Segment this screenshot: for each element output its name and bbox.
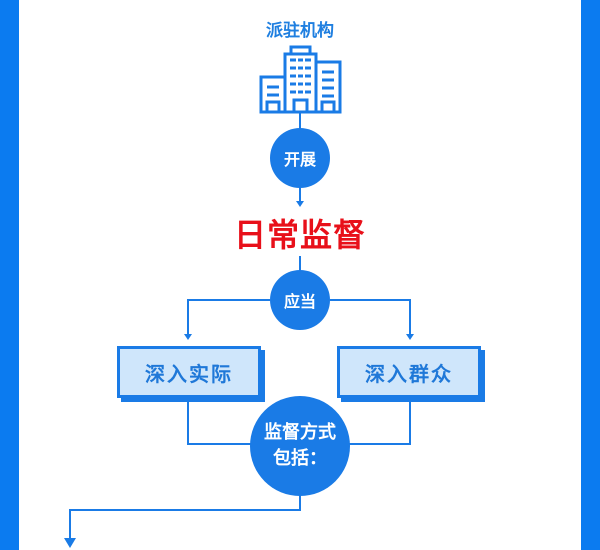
step-circle-start: 开展 [270, 128, 330, 188]
branch-label: 深入实际 [145, 361, 233, 386]
methods-line1: 监督方式 [264, 421, 336, 443]
branch-label: 深入群众 [365, 361, 453, 386]
branch-box-masses: 深入群众 [337, 346, 481, 398]
top-label: 派驻机构 [266, 21, 334, 41]
step-circle-should: 应当 [270, 270, 330, 330]
branch-box-reality: 深入实际 [117, 346, 261, 398]
methods-line2: 包括： [273, 448, 327, 469]
right-border-bar [581, 0, 600, 550]
left-border-bar [0, 0, 19, 550]
step-label: 应当 [283, 292, 316, 311]
headline: 日常监督 [233, 216, 366, 254]
building-icon [259, 45, 342, 114]
step-label: 开展 [283, 150, 316, 169]
step-circle-methods: 监督方式 包括： [250, 396, 350, 496]
